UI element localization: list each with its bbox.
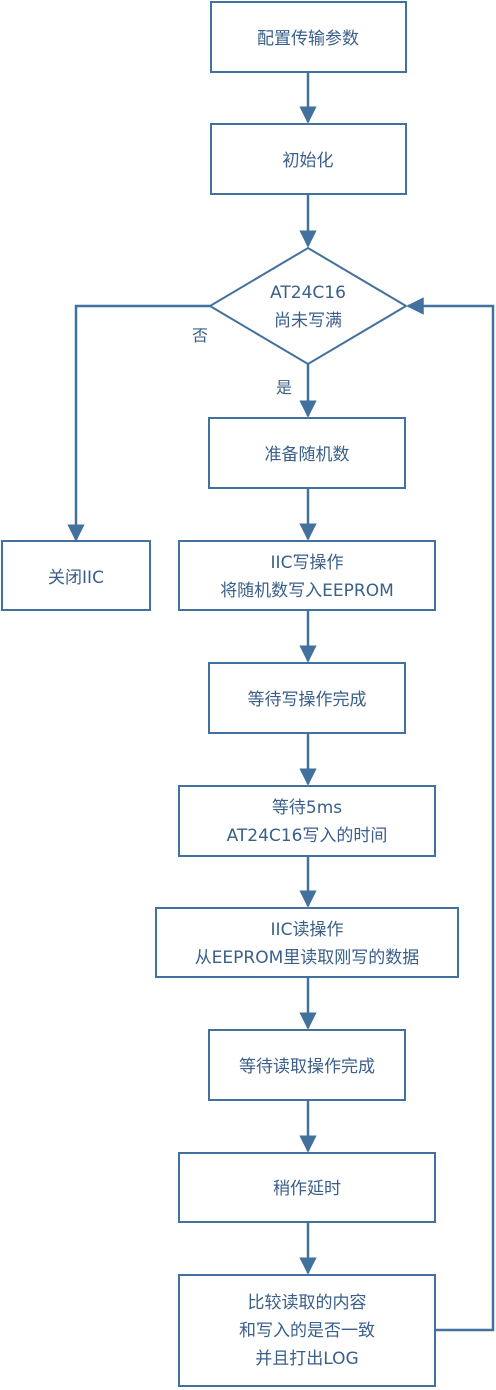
node-random: 准备随机数 [208, 417, 406, 489]
edge-compare-loop-to-check [406, 297, 495, 1332]
node-wait-read: 等待读取操作完成 [208, 1029, 406, 1101]
node-check-line-2: 尚未写满 [274, 311, 342, 331]
node-wait-5ms-line-1: 等待5ms [272, 798, 342, 818]
node-delay-line-1: 稍作延时 [273, 1179, 341, 1199]
node-wait-5ms-line-2: AT24C16写入的时间 [227, 826, 388, 846]
node-wait-read-line-1: 等待读取操作完成 [239, 1057, 375, 1077]
node-close-line-1: 关闭IIC [48, 568, 104, 588]
node-compare: 比较读取的内容 和写入的是否一致 并且打出LOG [178, 1274, 436, 1387]
node-write-line-2: 将随机数写入EEPROM [220, 581, 394, 601]
node-read-line-2: 从EEPROM里读取刚写的数据 [195, 948, 420, 968]
node-check-decision: AT24C16 尚未写满 [208, 246, 408, 366]
node-read-line-1: IIC读操作 [271, 920, 344, 940]
node-read: IIC读操作 从EEPROM里读取刚写的数据 [155, 907, 459, 978]
node-config-line-1: 配置传输参数 [257, 29, 359, 49]
node-close: 关闭IIC [1, 540, 151, 611]
node-compare-line-1: 比较读取的内容 [248, 1293, 367, 1313]
edge-label-yes: 是 [276, 378, 292, 397]
node-random-line-1: 准备随机数 [265, 445, 350, 465]
node-init: 初始化 [210, 123, 407, 195]
node-delay: 稍作延时 [178, 1152, 436, 1223]
node-wait-write: 等待写操作完成 [208, 662, 406, 734]
node-check-line-1: AT24C16 [270, 283, 346, 303]
node-wait-5ms: 等待5ms AT24C16写入的时间 [178, 785, 436, 857]
node-write-line-1: IIC写操作 [271, 553, 344, 573]
edge-check-no-to-close [67, 304, 210, 542]
node-config: 配置传输参数 [210, 1, 407, 73]
node-write: IIC写操作 将随机数写入EEPROM [178, 540, 436, 611]
node-wait-write-line-1: 等待写操作完成 [248, 690, 367, 710]
node-init-line-1: 初始化 [283, 151, 334, 171]
node-compare-line-3: 并且打出LOG [255, 1349, 358, 1369]
node-compare-line-2: 和写入的是否一致 [239, 1321, 375, 1341]
edges [67, 72, 495, 1332]
edge-label-no: 否 [192, 326, 208, 345]
